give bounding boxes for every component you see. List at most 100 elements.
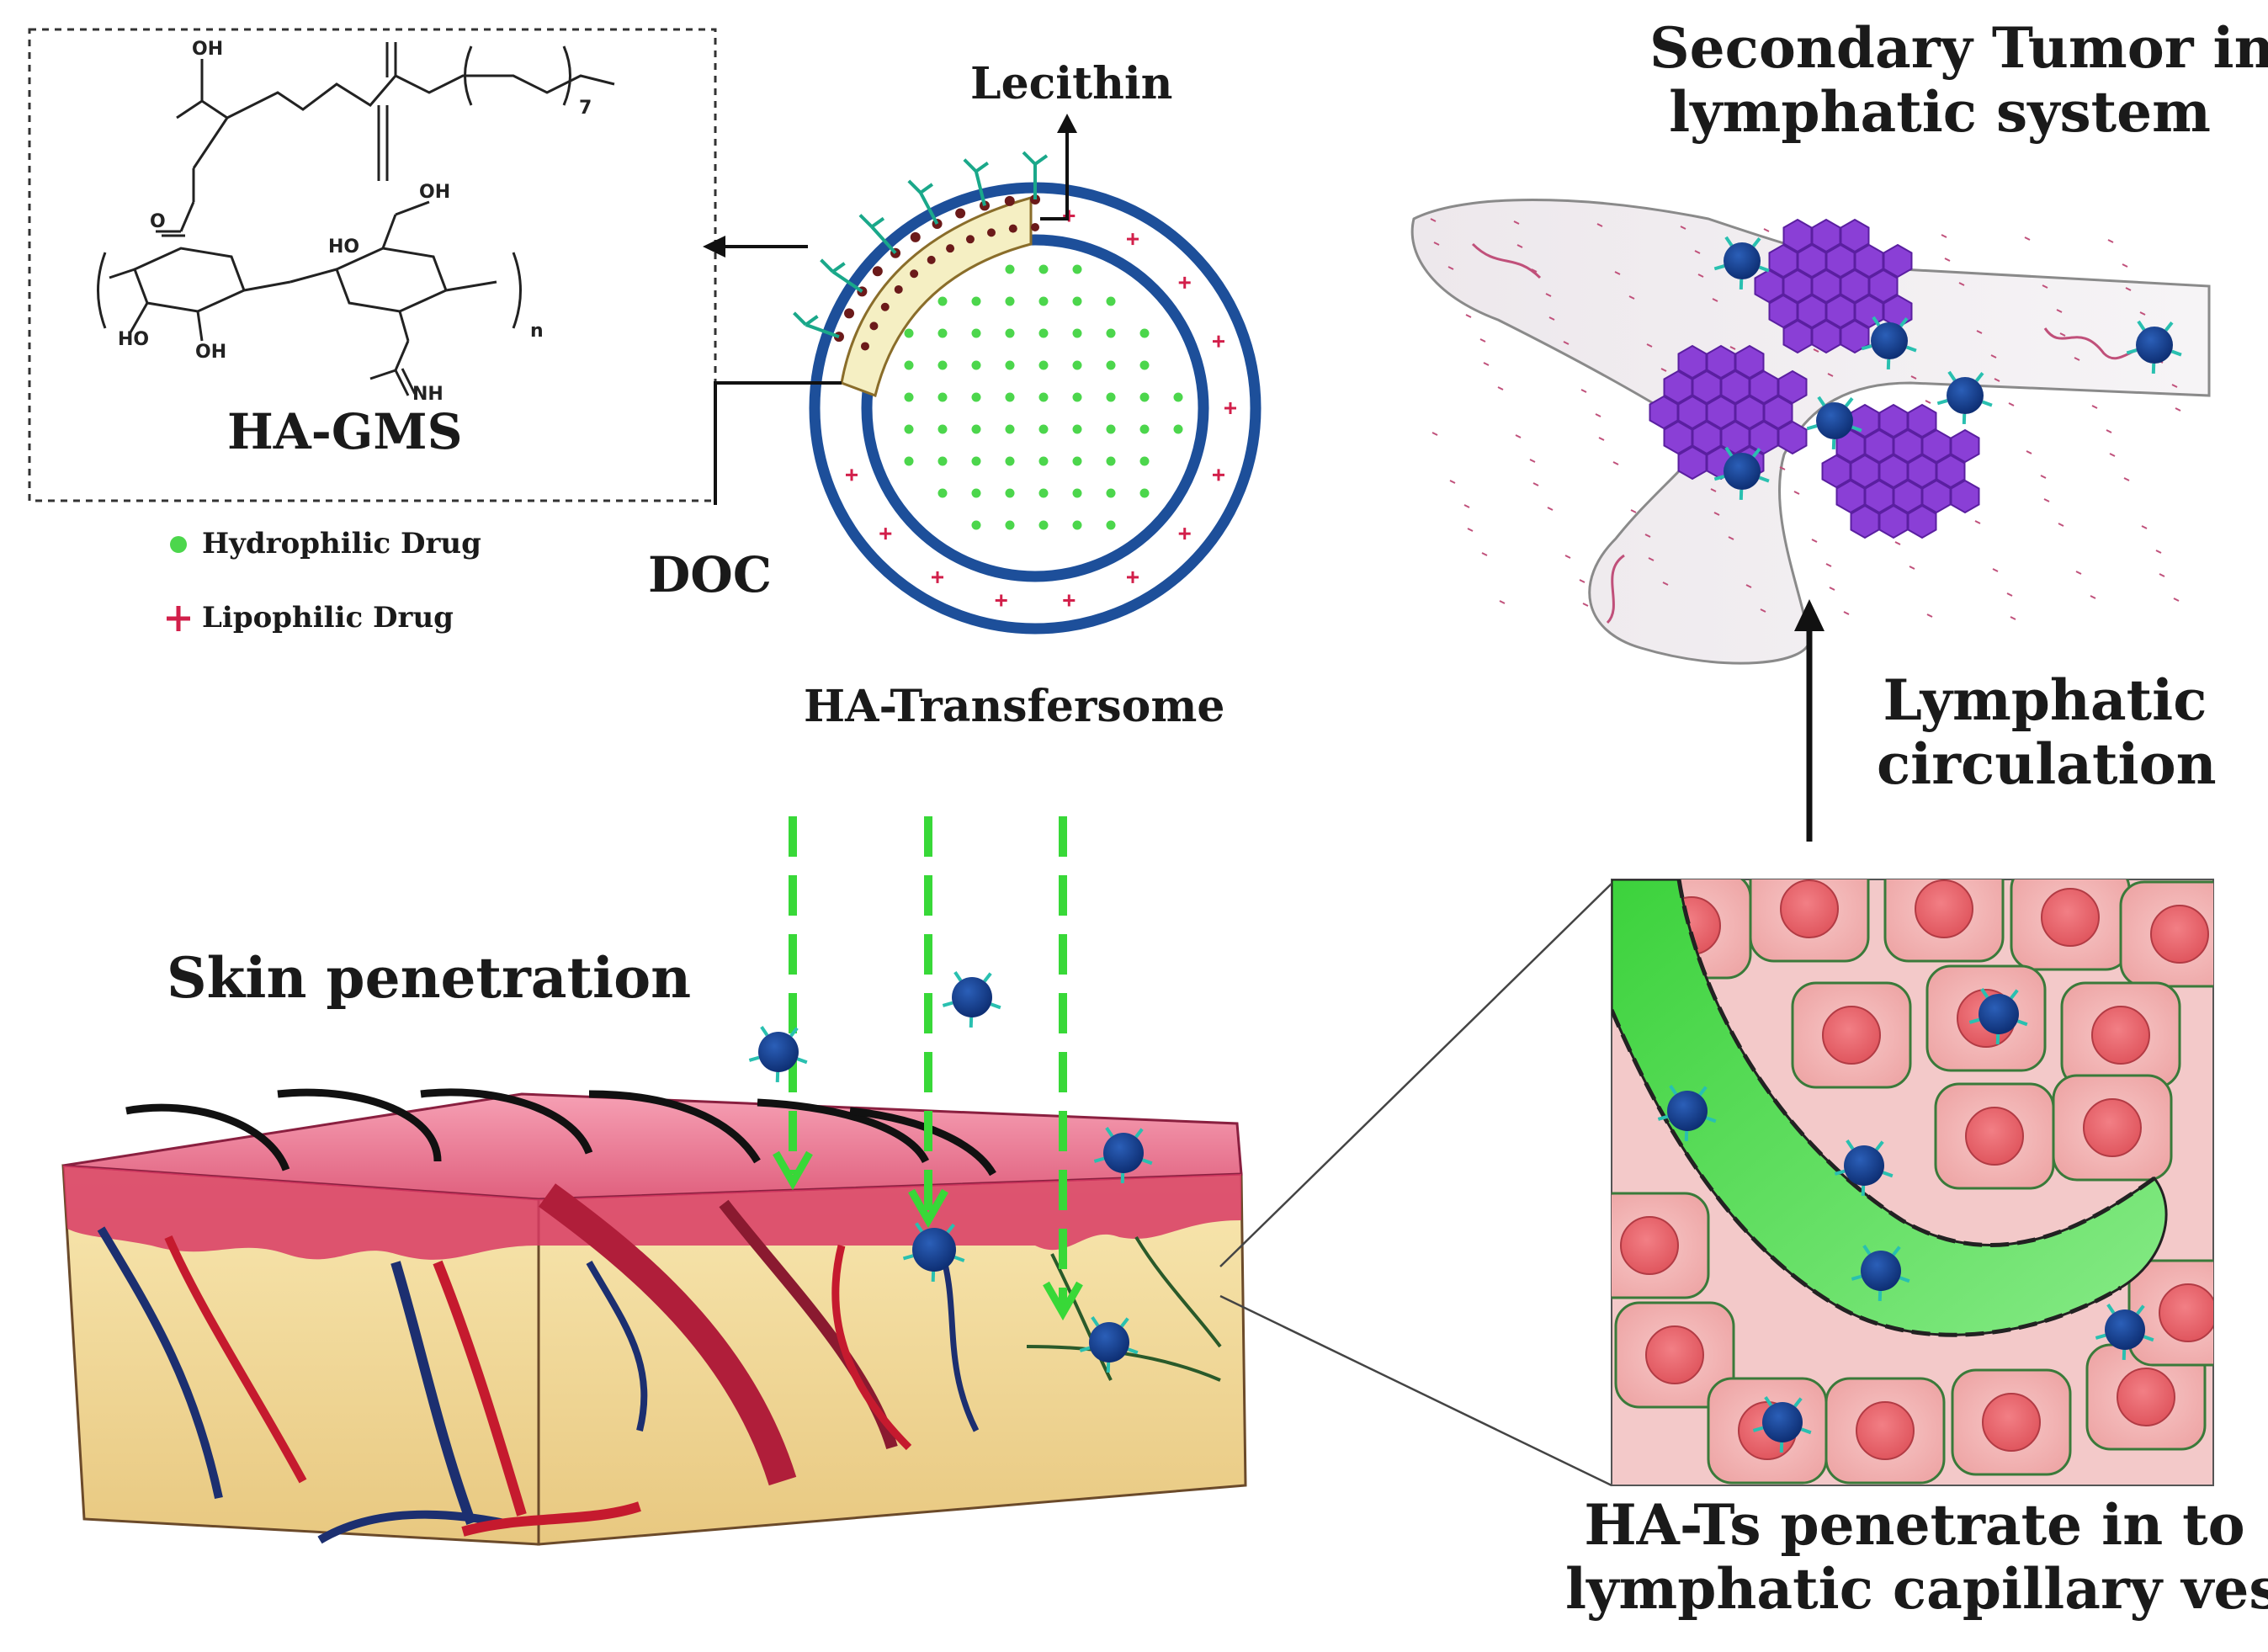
hydrophilic-drug-dot-icon	[937, 296, 948, 306]
lymphatic-circulation-label: Lymphatic circulation	[1877, 668, 2217, 797]
lipophilic-drug-cross-icon	[1178, 276, 1191, 289]
cell-icon	[1749, 879, 1870, 963]
ha-ligand-icon	[793, 311, 840, 339]
zoom-line-lower	[1219, 1294, 1612, 1487]
lipophilic-drug-cross-icon	[167, 606, 190, 631]
cell-icon	[1883, 879, 2005, 963]
transfersome-particle-icon	[1093, 1127, 1153, 1184]
lipophilic-drug-cross-icon	[1127, 571, 1139, 583]
hydrophilic-drug-dot-icon	[1038, 520, 1049, 530]
tumor-cluster-icon	[1821, 403, 1980, 539]
hydrophilic-drug-dot-icon	[1072, 488, 1082, 498]
hydrophilic-drug-dot-icon	[1139, 392, 1150, 402]
lipophilic-drug-legend-label: Lipophilic Drug	[202, 601, 454, 635]
hydrophilic-drug-dot-icon	[1005, 360, 1015, 370]
chem-oh-label: OH	[192, 39, 223, 60]
hydrophilic-drug-dot-icon	[1072, 456, 1082, 466]
hydrophilic-drug-dot-icon	[1139, 328, 1150, 338]
hydrophilic-drug-dot-icon	[1038, 488, 1049, 498]
chem-ho-label: HO	[328, 236, 359, 258]
chem-subscript-label: 7	[579, 98, 592, 119]
cell-icon	[1824, 1377, 1946, 1485]
lymphatic-system-illustration	[1410, 199, 2211, 665]
hydrophilic-drug-dot-icon	[1072, 360, 1082, 370]
transfersome-particle-icon	[1713, 446, 1770, 501]
hydrophilic-drug-dot-icon	[1038, 360, 1049, 370]
transfersome-particle-icon	[1861, 316, 1917, 370]
hydrophilic-drug-dot-icon	[1005, 520, 1015, 530]
hydrophilic-drug-dot-icon	[1106, 296, 1116, 306]
ha-ts-penetrate-label: HA-Ts penetrate in to lymphatic capillar…	[1565, 1492, 2268, 1622]
hydrophilic-drug-dot-icon	[1038, 328, 1049, 338]
lipophilic-drug-cross-icon	[1178, 528, 1191, 540]
hydrophilic-drug-dot-icon	[1005, 456, 1015, 466]
chem-ho-label: HO	[118, 329, 149, 350]
hydrophilic-drug-dot-icon	[904, 456, 914, 466]
secondary-tumor-line-1: Secondary Tumor in	[1649, 15, 2268, 81]
hydrophilic-drug-dot-icon	[971, 328, 981, 338]
zoom-line-upper	[1219, 883, 1612, 1267]
ha-ligand-icon	[858, 214, 897, 255]
transfersome-particles	[748, 236, 2182, 1453]
hydrophilic-drug-dot-icon	[971, 520, 981, 530]
transfersome-particle-icon	[1851, 1245, 1910, 1302]
ha-ts-penetrate-line-1: HA-Ts penetrate in to	[1584, 1492, 2245, 1558]
hydrophilic-drug-dot-icon	[1005, 488, 1015, 498]
arrow-icon	[1794, 599, 1824, 842]
hydrophilic-drug-dot-icon	[971, 360, 981, 370]
doc-pointer	[714, 381, 842, 505]
transfersome-particle-icon	[1834, 1139, 1894, 1197]
hydrophilic-drug-legend-label: Hydrophilic Drug	[202, 527, 481, 560]
transfersome-particle-icon	[1806, 396, 1862, 450]
transfersome-particle-icon	[1968, 988, 2028, 1045]
transfersome-particle-icon	[1713, 236, 1770, 290]
ha-transfersome-label: HA-Transfersome	[804, 681, 1225, 732]
hydrophilic-drug-dot-icon	[904, 424, 914, 434]
hydrophilic-drug-dot-icon	[1005, 424, 1015, 434]
lipophilic-drug-cross-icon	[845, 469, 858, 481]
hydrophilic-drug-dot-icon	[904, 360, 914, 370]
cell-icon	[1791, 981, 1912, 1089]
hydrophilic-drug-dot-icon	[1038, 392, 1049, 402]
secondary-tumor-title: Secondary Tumor in lymphatic system	[1649, 15, 2268, 145]
penetration-arrows	[773, 816, 1083, 1321]
hydrophilic-drug-dot-icon	[1072, 328, 1082, 338]
hydrophilic-drug-dot-icon	[1106, 424, 1116, 434]
hydrophilic-drug-dot-icon	[904, 392, 914, 402]
hydrophilic-drug-dot-icon	[1106, 392, 1116, 402]
hydrophilic-drug-dot-icon	[1139, 424, 1150, 434]
transfersome-particle-icon	[942, 971, 1001, 1028]
lipophilic-drug-cross-icon	[1213, 335, 1225, 348]
transfersome-particle-icon	[2126, 320, 2182, 374]
hydrophilic-drug-dot-icon	[937, 392, 948, 402]
hydrophilic-drug-dot-icon	[937, 488, 948, 498]
lipophilic-drug-cross-icon	[1063, 594, 1076, 607]
ha-ts-penetrate-line-2: lymphatic capillary vessel	[1565, 1555, 2268, 1622]
lipophilic-drug-cross-icon	[1224, 402, 1236, 414]
chem-nh-label: NH	[412, 384, 444, 405]
hydrophilic-drug-dot-icon	[1038, 456, 1049, 466]
transfersome-particle-icon	[1936, 370, 1993, 425]
lipophilic-drug-cross-icon	[1127, 233, 1139, 246]
skin-penetration-label: Skin penetration	[167, 945, 692, 1011]
cell-icon	[2060, 981, 2181, 1089]
hydrophilic-drug-dot-icon	[971, 488, 981, 498]
hydrophilic-drug-dot-icon	[1005, 328, 1015, 338]
chem-oh-label: OH	[419, 182, 450, 203]
transfersome-particle-icon	[2095, 1304, 2154, 1361]
ha-ligand-icon	[820, 258, 863, 293]
lipophilic-drug-cross-icon	[1063, 210, 1076, 222]
hydrophilic-drug-dot-icon	[1106, 360, 1116, 370]
transfersome-vesicle-icon	[793, 151, 1261, 635]
transfersome-particle-icon	[1657, 1085, 1717, 1142]
hydrophilic-drug-dot-icon	[1072, 520, 1082, 530]
ha-gms-label: HA-GMS	[227, 403, 463, 460]
lipophilic-drug-cross-icon	[1213, 469, 1225, 481]
hydrophilic-drug-dot-icon	[1005, 392, 1015, 402]
cell-icon	[2127, 1259, 2213, 1367]
hydrophilic-drug-dot-icon	[1139, 360, 1150, 370]
lecithin-pointer	[1040, 114, 1077, 220]
lipophilic-drug-cross-icon	[879, 528, 892, 540]
doc-label: DOC	[648, 546, 772, 603]
chem-n-label: n	[530, 321, 544, 342]
